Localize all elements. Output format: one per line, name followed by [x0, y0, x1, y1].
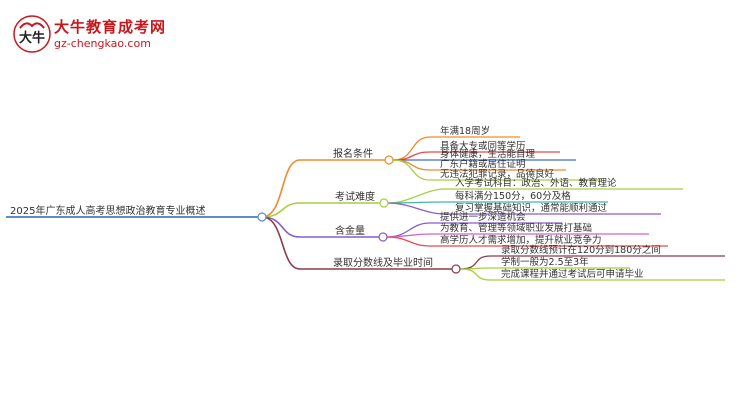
logo-mark-text: 大牛: [19, 30, 45, 46]
leaf-connector: [392, 159, 431, 181]
leaf-label: 学制一般为2.5至3年: [501, 256, 589, 268]
leaf-connector: [386, 222, 431, 238]
leaf-label: 广东户籍或居住证明: [440, 158, 526, 170]
site-logo: 大牛 大牛教育成考网 gz-chengkao.com: [12, 14, 182, 54]
leaf-label: 年满18周岁: [440, 125, 490, 137]
leaf-connector: [459, 255, 492, 270]
branch-connector: [261, 159, 301, 218]
branch-connector: [261, 216, 301, 238]
leaf-label: 为教育、管理等领域职业发展打基础: [440, 222, 592, 234]
branch-label: 报名条件: [333, 147, 373, 160]
leaf-label: 录取分数线预计在120分到180分之间: [501, 244, 661, 256]
branch-node: [378, 232, 388, 242]
branch-label: 考试难度: [335, 190, 375, 203]
site-title: 大牛教育成考网: [54, 18, 167, 36]
leaf-label: 每科满分150分，60分及格: [455, 190, 571, 202]
leaf-connector: [387, 202, 446, 215]
branch-label: 录取分数线及毕业时间: [333, 256, 433, 269]
bull-logo-icon: 大牛: [13, 15, 51, 53]
leaf-connector: [459, 268, 492, 281]
root-label: 2025年广东成人高考思想政治教育专业概述: [10, 204, 205, 217]
leaf-label: 身体健康，生活能自理: [440, 148, 536, 160]
leaf-connector: [387, 188, 446, 204]
leaf-label: 具备大专或同等学历: [440, 140, 526, 152]
leaf-connector: [386, 233, 431, 238]
branch-connector: [261, 216, 301, 270]
site-url: gz-chengkao.com: [54, 37, 151, 50]
branch-label: 含金量: [335, 224, 365, 237]
leaf-connector: [386, 236, 431, 247]
leaf-label: 提供进一步深造机会: [440, 211, 526, 223]
branch-node: [451, 264, 461, 274]
root-node: [257, 212, 267, 222]
leaf-label: 完成课程并通过考试后可申请毕业: [501, 268, 644, 280]
leaf-label: 入学考试科目：政治、外语、教育理论: [455, 177, 617, 189]
leaf-label: 高学历人才需求增加，提升就业竞争力: [440, 234, 602, 246]
branch-node: [384, 155, 394, 165]
leaf-label: 复习掌握基础知识，通常能顺利通过: [455, 202, 608, 214]
leaf-label: 无违法犯罪记录，品德良好: [440, 168, 555, 180]
branch-node: [379, 198, 389, 208]
